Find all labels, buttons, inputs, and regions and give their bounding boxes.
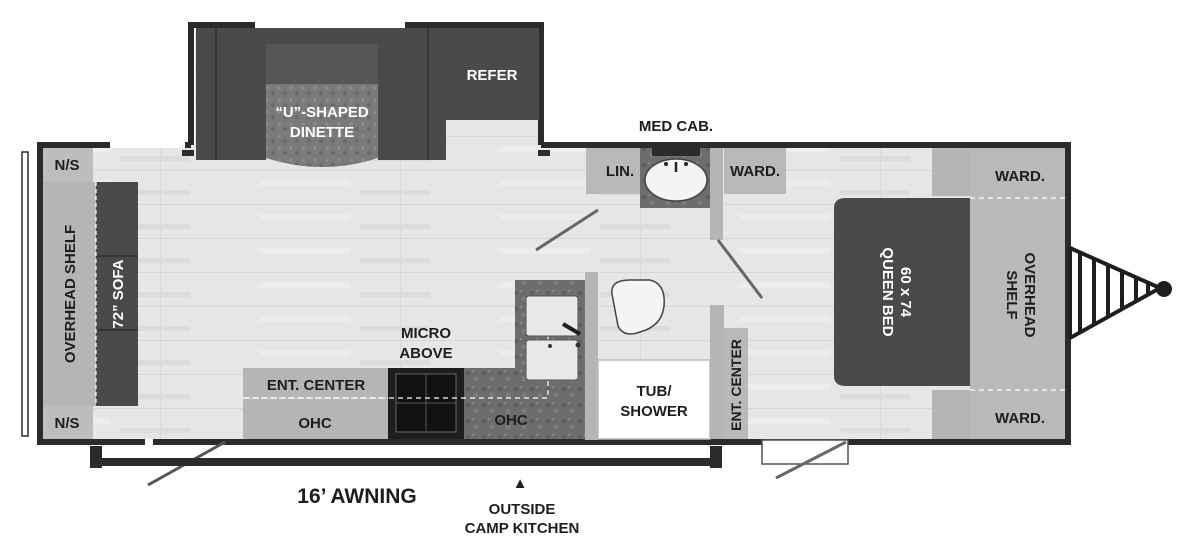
ent-center-bed-label: ENT. CENTER (728, 339, 744, 431)
ns-bottom-label: N/S (54, 415, 79, 432)
slide-seal-right (538, 150, 550, 156)
front-wall-window (21, 151, 29, 437)
rear-wall-window (110, 142, 185, 148)
toilet (611, 279, 665, 335)
refer-box (446, 28, 539, 120)
bath-door-1 (535, 208, 599, 252)
hitch-coupler (1156, 281, 1172, 297)
ns-bottom-box (43, 406, 93, 439)
dinette-bench-left (196, 28, 266, 160)
ward-top-cab (932, 148, 970, 196)
ward-bottom-cab (932, 390, 970, 439)
queen-bed-line2: QUEEN BED (879, 247, 896, 336)
queen-bed-line1: 60 x 74 (897, 267, 914, 318)
lin-cab (586, 148, 640, 194)
tub-shower-line2: SHOWER (620, 403, 688, 420)
ward-bath-cab (724, 148, 786, 194)
bath-door-2 (716, 239, 764, 299)
sink-basin-2 (525, 339, 579, 381)
overhead-shelf-rear-line1: OVERHEAD (1021, 252, 1038, 337)
micro-label-line1: MICRO (401, 325, 451, 342)
ohc-left-label: OHC (298, 415, 332, 432)
sofa-label: 72” SOFA (110, 259, 127, 328)
ward-bath-label: WARD. (730, 163, 780, 180)
slideout-window (255, 22, 405, 28)
ohc-kitchen-label: OHC (494, 412, 528, 429)
awning-label: 16’ AWNING (297, 485, 416, 508)
tub-shower (597, 359, 711, 440)
dinette-bench-bottom (266, 44, 378, 84)
ent-center-cab (243, 368, 390, 439)
ent-center-label: ENT. CENTER (267, 377, 366, 394)
ent-center-bed-cab (724, 328, 748, 439)
dinette-label-line2: DINETTE (290, 124, 354, 141)
awning-bar (92, 458, 722, 466)
ward-bottom-label: WARD. (995, 410, 1045, 427)
ns-top-label: N/S (54, 157, 79, 174)
lin-label: LIN. (606, 163, 634, 180)
overhead-shelf-rear-line2: SHELF (1003, 270, 1020, 319)
entry-door-swing (775, 440, 847, 480)
dinette-bench-right (378, 28, 446, 160)
overhead-shelf-front-label: OVERHEAD SHELF (62, 225, 79, 363)
entry-door-step (761, 439, 849, 465)
outside-kitchen-line2: CAMP KITCHEN (465, 520, 580, 537)
slide-seal-left (182, 150, 194, 156)
faucet (561, 322, 582, 336)
tub-shower-line1: TUB/ (637, 383, 673, 400)
ns-top-box (43, 148, 93, 182)
ward-top-label: WARD. (995, 168, 1045, 185)
outside-kitchen-marker: ▲ (513, 475, 528, 492)
dinette-label-line1: “U”-SHAPED (275, 104, 369, 121)
micro-label-line2: ABOVE (399, 345, 452, 362)
overhead-shelf-front (43, 182, 96, 406)
refer-label: REFER (467, 67, 518, 84)
hitch (1068, 246, 1165, 340)
dinette-table (266, 84, 378, 167)
outside-kitchen-line1: OUTSIDE (489, 501, 556, 518)
queen-bed (834, 198, 970, 386)
sofa-back (96, 182, 138, 406)
med-cab-label: MED CAB. (639, 118, 713, 135)
bath-sink (644, 158, 708, 202)
